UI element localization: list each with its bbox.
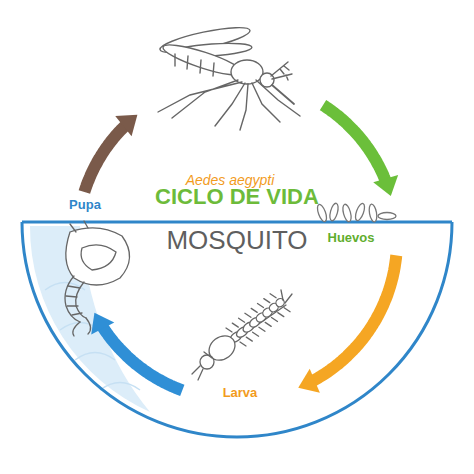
- larva: [192, 290, 292, 380]
- arrow-head: [91, 313, 114, 335]
- water-shading: [30, 226, 150, 412]
- water-outline: [22, 222, 452, 437]
- adult-stage: Aedes aegypti: [140, 28, 320, 188]
- larva-head: [200, 355, 214, 369]
- cycle-arrow: [102, 327, 183, 391]
- pupa-cephalothorax: [66, 228, 130, 285]
- abdomen-bands: [175, 54, 214, 76]
- diagram-title: CICLO DE VIDA: [155, 184, 319, 209]
- arrow-head: [298, 369, 320, 393]
- stage-label: Larva: [223, 385, 258, 401]
- pupa: [65, 221, 130, 336]
- pupa-stage: Pupa: [35, 195, 135, 310]
- mosquito-legs: [158, 80, 300, 130]
- cycle-arrow: [323, 105, 386, 181]
- water-fill: [30, 222, 444, 429]
- arrow-head: [115, 115, 137, 136]
- pupa-paddles: [73, 318, 91, 336]
- stage-label: Huevos: [328, 230, 375, 246]
- cycle-arrow: [84, 125, 125, 192]
- pupa-wing-case: [81, 245, 116, 270]
- larva-stage: Larva: [185, 285, 295, 405]
- arrow-head: [373, 175, 398, 196]
- eggs: [316, 202, 396, 222]
- stage-label: Pupa: [69, 197, 101, 213]
- pupa-abdomen: [65, 276, 86, 322]
- mosquito-adult: [158, 23, 300, 130]
- diagram-subtitle: MOSQUITO: [166, 226, 307, 256]
- mosquito-proboscis: [272, 85, 294, 104]
- pupa-trumpets: [70, 221, 88, 232]
- cycle-arrow: [313, 255, 396, 381]
- mosquito-antenna: [271, 62, 292, 80]
- water-ripples: [45, 283, 140, 391]
